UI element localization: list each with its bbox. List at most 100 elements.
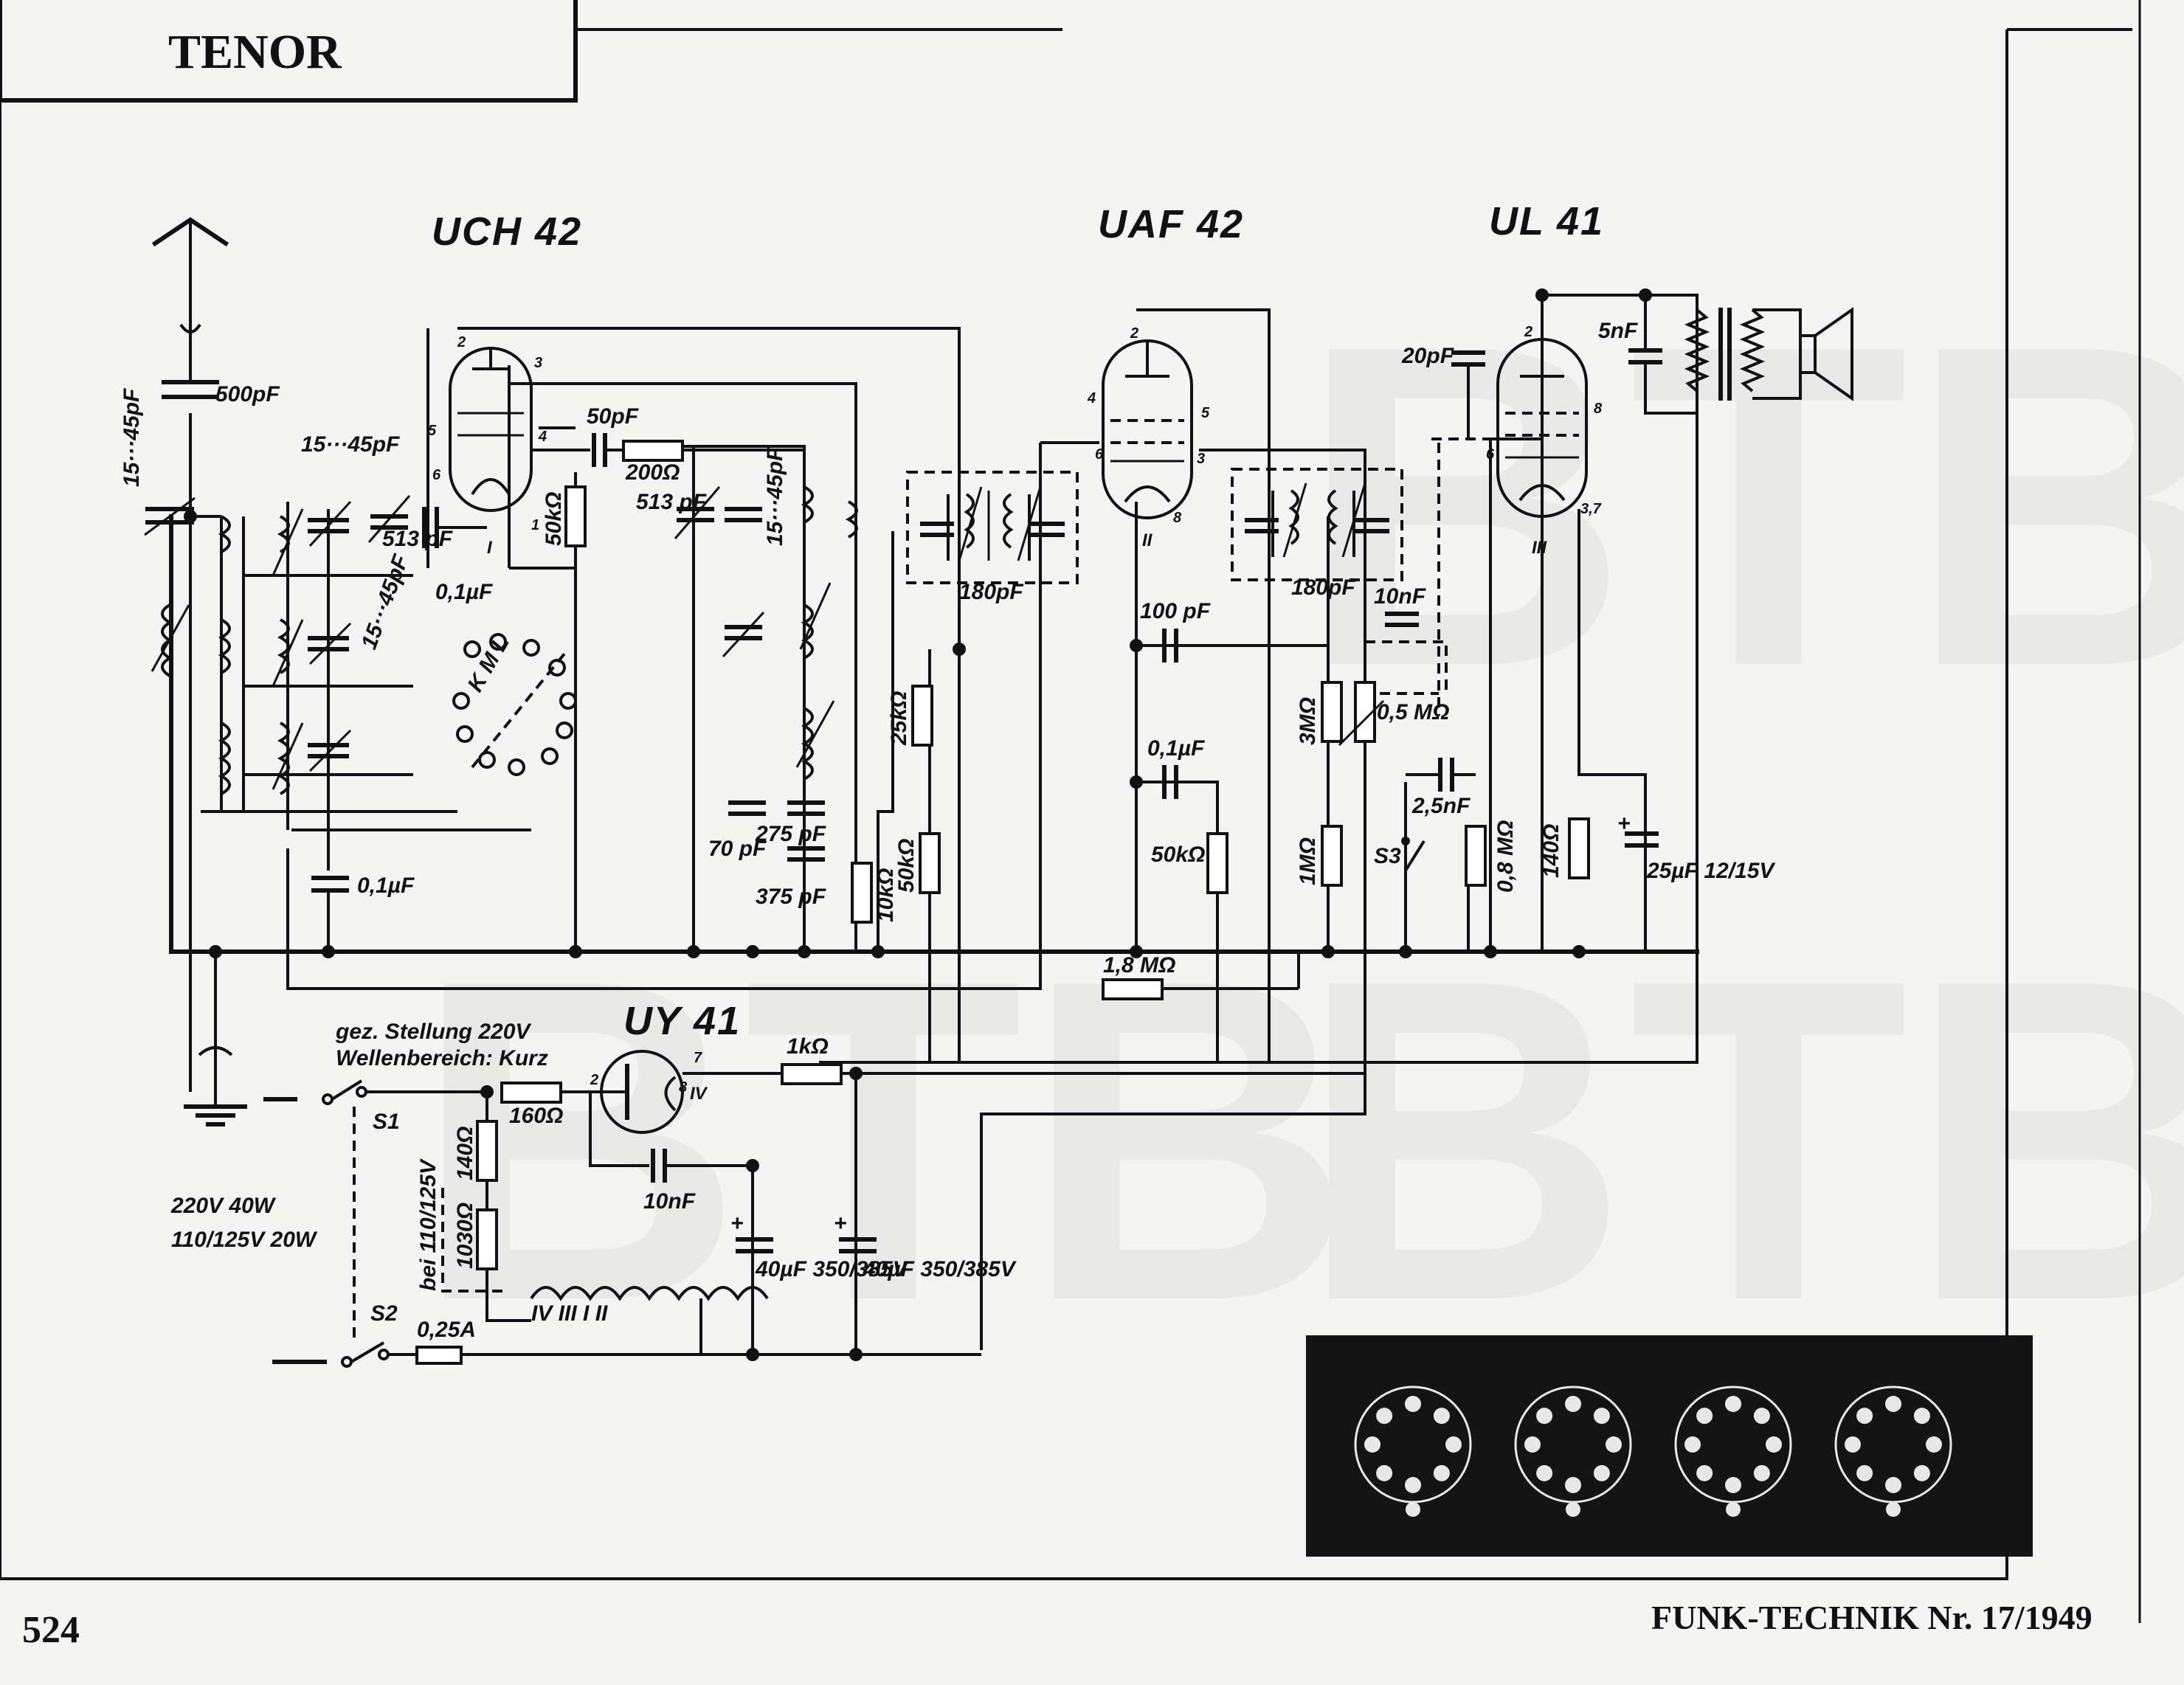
label-r-140: 140Ω (1539, 824, 1563, 878)
pin-uy-2: 2 (590, 1072, 598, 1088)
label-switch-position: gez. Stellung 220V (335, 1020, 532, 1044)
label-power-220: 220V 40W (170, 1194, 277, 1218)
tube-symbol-uy: IV (690, 1084, 708, 1104)
label-c-trim-top: 15···45pF (301, 432, 400, 457)
cathode-network: + (1568, 812, 1659, 879)
svg-text:+: + (834, 1211, 847, 1236)
label-r-160: 160Ω (509, 1104, 563, 1128)
pin-uch-6: 6 (432, 467, 441, 483)
socket-pin (1856, 1464, 1873, 1481)
resistor-18m (1102, 978, 1164, 1000)
socket-pin (1766, 1436, 1782, 1453)
svg-text:+: + (1617, 812, 1631, 836)
socket-pin (1524, 1436, 1541, 1453)
label-switch-s2: S2 (370, 1301, 398, 1326)
socket-pin (1593, 1464, 1610, 1481)
if-transformer-1 (906, 471, 1079, 584)
osc-coupling (531, 433, 804, 467)
svg-text:BTB: BTB (1299, 885, 2184, 1396)
label-r-10k: 10kΩ (874, 868, 898, 922)
label-r-1k: 1kΩ (787, 1034, 829, 1059)
socket-pin (1606, 1436, 1622, 1453)
pin-uch-2: 2 (457, 334, 466, 350)
btb-watermark: BTB BTB BTB (413, 251, 2184, 1396)
label-c-10n-rect: 10nF (643, 1189, 696, 1214)
pin-uaf-3: 3 (1197, 451, 1205, 467)
pin-uaf-5: 5 (1201, 405, 1210, 421)
page-number: 524 (22, 1609, 80, 1651)
socket-pin (1913, 1464, 1930, 1481)
svg-text:BTB: BTB (1299, 251, 2184, 761)
label-r-1m: 1MΩ (1296, 837, 1320, 885)
label-c-375: 375 pF (756, 885, 826, 909)
svg-text:+: + (730, 1211, 744, 1236)
label-r-140-heat: 140Ω (453, 1127, 477, 1180)
label-c-25n: 2,5nF (1411, 794, 1471, 818)
pin-ul-2: 2 (1524, 324, 1532, 340)
antenna-coil (151, 603, 190, 677)
socket-pin (1926, 1436, 1942, 1453)
label-c-70: 70 pF (708, 837, 767, 861)
header-title: TENOR (168, 25, 342, 79)
label-c-10n: 10nF (1374, 584, 1426, 609)
label-c-100: 100 pF (1140, 599, 1211, 623)
resistor-10k (851, 862, 873, 924)
cap-grid (422, 507, 487, 548)
svg-text:BTB: BTB (413, 885, 1353, 1396)
cap-513-mid (674, 486, 762, 539)
socket-pin (1753, 1408, 1770, 1425)
if-transformer-2 (1231, 468, 1403, 581)
pin-uch-3: 3 (534, 355, 542, 371)
socket-pin (1433, 1464, 1450, 1481)
pin-uy-7: 7 (694, 1050, 702, 1066)
socket-pin (1376, 1408, 1393, 1425)
label-c-40u-b: 40µF 350/385V (863, 1257, 1017, 1281)
label-r-50k-b: 50kΩ (894, 839, 919, 893)
label-switch-s3: S3 (1374, 844, 1401, 868)
pin-uaf-2: 2 (1130, 325, 1138, 342)
socket-pin (1405, 1396, 1421, 1412)
tone-switch (1401, 758, 1487, 952)
label-r-50k-uaf: 50kΩ (1151, 842, 1205, 867)
pin-uy-8: 8 (679, 1079, 688, 1096)
detector-resistors (1321, 612, 1419, 887)
tube-label-uy41: UY 41 (623, 999, 741, 1043)
socket-pin (1433, 1408, 1450, 1425)
label-c-if2: 180pF (1291, 575, 1355, 600)
label-band: Wellenbereich: Kurz (336, 1046, 548, 1070)
label-r-08m: 0,8 MΩ (1493, 820, 1518, 893)
label-c-40u-a: 40µF 350/385V (755, 1257, 910, 1281)
pin-uaf-6: 6 (1095, 446, 1104, 463)
socket-pin (1885, 1477, 1901, 1493)
caps-padder (728, 800, 825, 862)
socket-pin (1913, 1408, 1930, 1425)
shielded-wire (1365, 437, 1520, 716)
label-c-5n: 5nF (1598, 319, 1638, 343)
socket-pin (1405, 1477, 1421, 1493)
label-c-bias: 0,1µF (357, 873, 415, 898)
pin-ul-37: 3,7 (1580, 501, 1602, 517)
socket-pin (1885, 1396, 1901, 1412)
tube-sockets-panel (1306, 1335, 2033, 1557)
label-c-513-mid: 513 pF (636, 490, 707, 514)
osc-coils (722, 485, 858, 781)
tube-label-uaf42: UAF 42 (1098, 202, 1244, 246)
label-c-trim-ant: 15···45pF (120, 388, 144, 487)
label-heaters: IV III I II (531, 1301, 608, 1326)
socket-pin (1536, 1408, 1553, 1425)
pin-uch-1: 1 (531, 517, 539, 533)
filter-caps: + + (730, 1211, 877, 1253)
publication: FUNK-TECHNIK Nr. 17/1949 (1651, 1599, 2093, 1636)
pin-uch-5: 5 (428, 423, 437, 439)
label-c-01-uaf: 0,1µF (1147, 736, 1205, 761)
label-r-3m: 3MΩ (1296, 697, 1320, 745)
socket-key (1886, 1502, 1901, 1517)
socket-key (1566, 1502, 1580, 1517)
label-bei-110: bei 110/125V (416, 1158, 440, 1291)
socket-pin (1593, 1408, 1610, 1425)
socket-pin (1565, 1477, 1581, 1493)
tube-symbol-ul: III (1532, 538, 1547, 558)
resistor-50k-osc (509, 472, 587, 570)
label-c-ant: 500pF (215, 382, 280, 406)
